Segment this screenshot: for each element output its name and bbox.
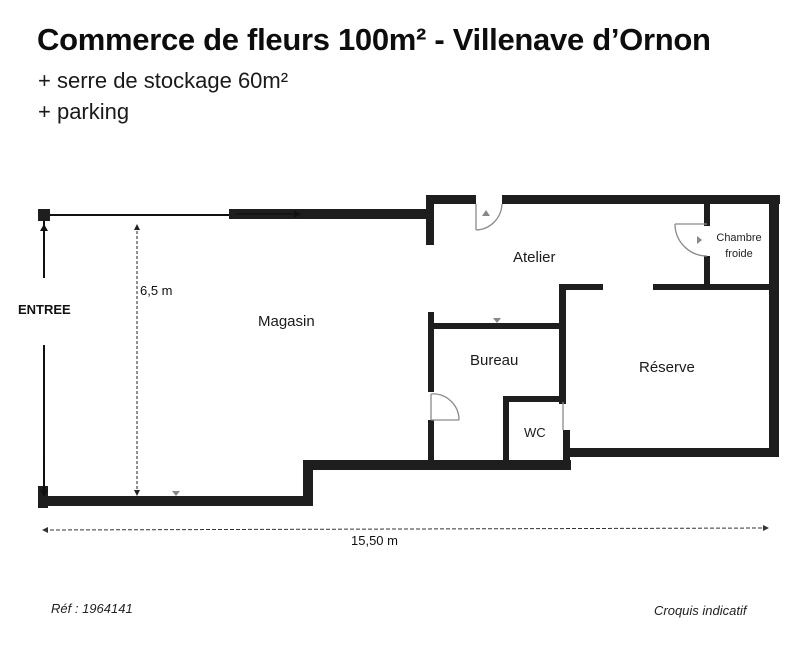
chambre-froide-line2: froide <box>725 248 753 260</box>
wall-chambre-bottom <box>653 284 773 290</box>
dimension-width <box>42 525 769 533</box>
chambre-froide-line1: Chambre <box>716 232 762 244</box>
walls <box>38 195 780 508</box>
wall-reserve-left <box>559 284 566 404</box>
wall-reserve-top-left <box>559 284 603 290</box>
dimension-depth-label: 6,5 m <box>140 283 173 298</box>
subtitle-greenhouse: + serre de stockage 60m² <box>38 68 289 93</box>
wall-bottom-left <box>38 496 313 506</box>
room-label-reserve: Réserve <box>639 359 695 376</box>
wall-step-atelier-vertical <box>426 195 434 245</box>
dimension-width-label: 15,50 m <box>351 533 398 548</box>
room-label-chambre-froide: Chambre froide <box>710 230 768 262</box>
dimension-depth <box>134 224 140 496</box>
wall-bureau-top <box>430 323 562 329</box>
wall-top-magasin <box>229 209 429 219</box>
room-label-atelier: Atelier <box>513 249 556 266</box>
reference-number: Réf : 1964141 <box>51 601 133 616</box>
doors <box>430 203 708 430</box>
wall-wc-left <box>503 396 509 466</box>
wall-bottom-step <box>303 460 313 506</box>
wall-chambre-left-top <box>704 204 710 226</box>
wall-chambre-left-bottom <box>704 256 710 290</box>
wall-step-stub <box>410 209 434 219</box>
wall-top-atelier-left <box>426 195 476 204</box>
wall-bureau-left-bottom <box>428 420 434 465</box>
subtitle-parking: + parking <box>38 99 130 124</box>
wall-reserve-bottom <box>563 448 779 457</box>
page-title: Commerce de fleurs 100m² - Villenave d’O… <box>37 22 711 57</box>
room-label-magasin: Magasin <box>258 313 315 330</box>
entrance-label: ENTREE <box>18 302 71 317</box>
sketch-note: Croquis indicatif <box>654 603 747 618</box>
wall-wc-top <box>503 396 564 402</box>
markers <box>172 210 702 496</box>
wall-top-atelier-right <box>502 195 780 204</box>
room-label-bureau: Bureau <box>470 352 519 369</box>
entrance-lines <box>40 210 301 497</box>
wall-bottom-right <box>303 460 571 470</box>
wall-right-outer <box>769 195 779 457</box>
wall-entrance-post-top <box>38 209 50 221</box>
wall-bureau-left-top <box>428 312 434 392</box>
room-label-wc: WC <box>524 425 546 440</box>
